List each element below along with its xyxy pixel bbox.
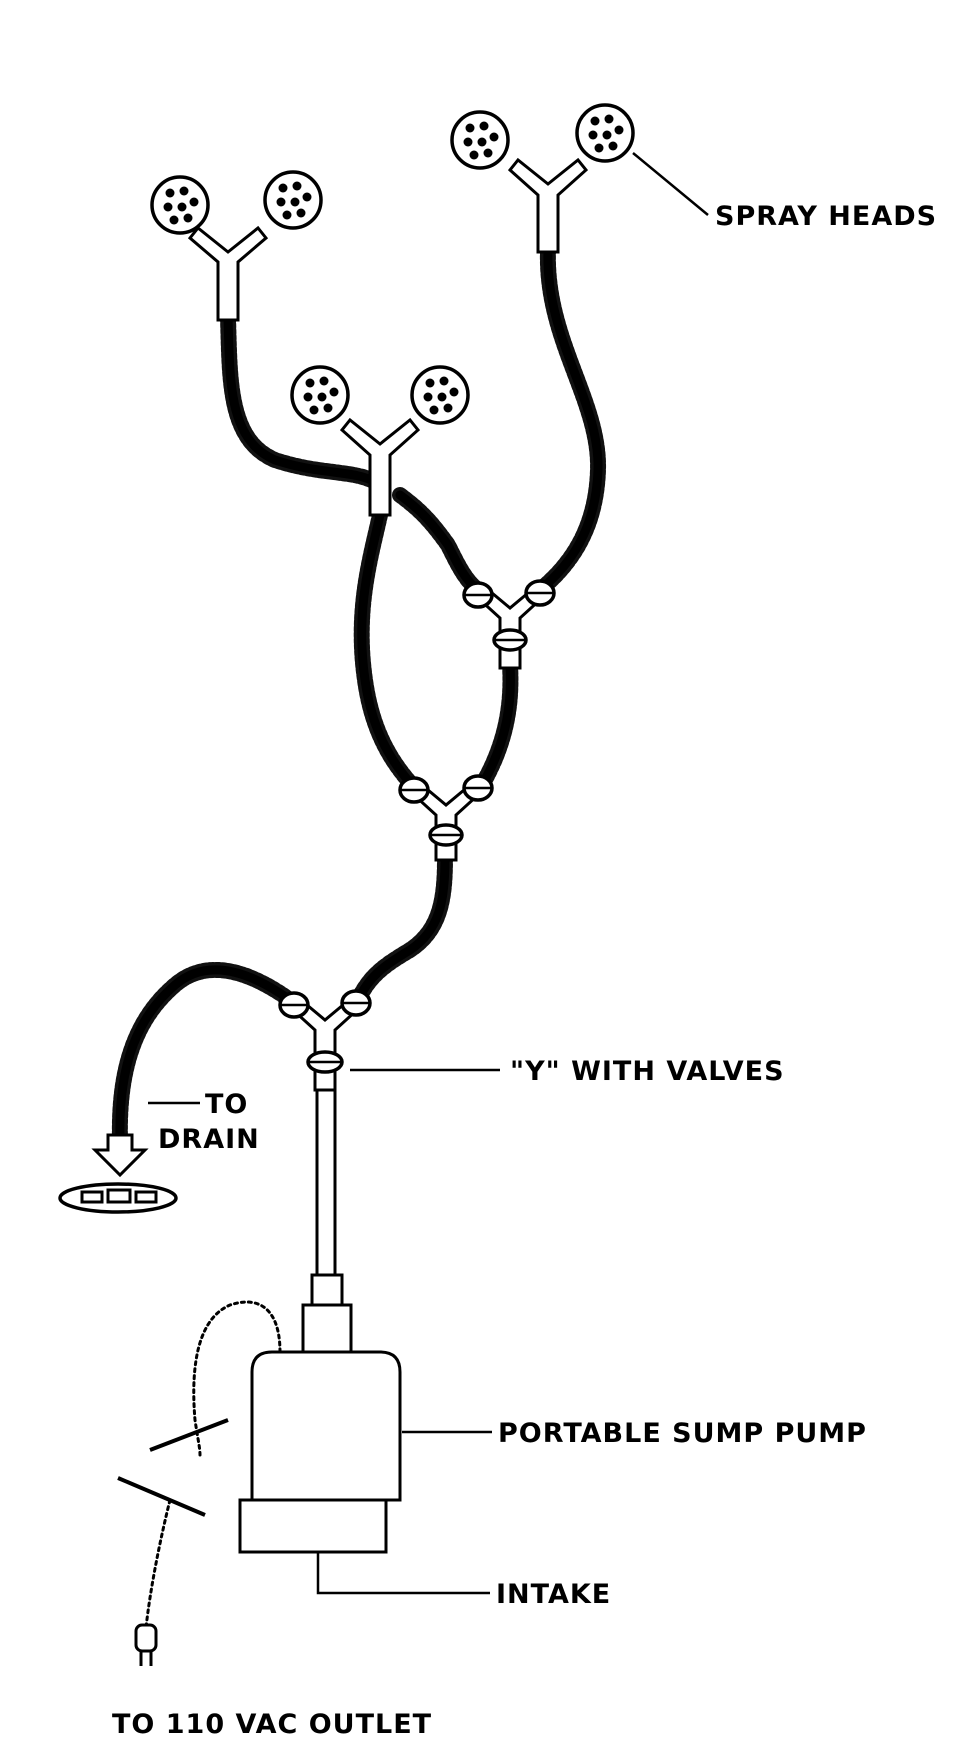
leader-lines — [148, 152, 709, 1595]
spray-head-icon — [575, 103, 635, 163]
valve-y-upper — [462, 579, 556, 670]
plug-icon — [134, 1623, 158, 1666]
spray-head-icon — [150, 175, 210, 235]
hoses — [111, 242, 607, 1148]
spray-head-pair-right — [450, 103, 635, 254]
label-portable-sump-pump: PORTABLE SUMP PUMP — [498, 1418, 867, 1449]
label-intake: INTAKE — [496, 1579, 611, 1610]
label-drain: DRAIN — [158, 1124, 260, 1155]
label-y-with-valves: "Y" WITH VALVES — [510, 1056, 785, 1087]
discharge-pipe — [301, 1088, 353, 1355]
portable-sump-pump — [238, 1350, 402, 1554]
spray-head-pair-center — [290, 365, 470, 517]
valve-y-middle — [398, 774, 494, 862]
label-outlet: TO 110 VAC OUTLET — [112, 1709, 432, 1740]
spray-head-icon — [410, 365, 470, 425]
label-spray-heads: SPRAY HEADS — [715, 201, 937, 232]
spray-head-icon — [290, 365, 350, 425]
label-to: TO — [205, 1089, 248, 1120]
spray-head-icon — [450, 110, 510, 170]
valve-y-lower — [278, 989, 372, 1092]
spray-head-pair-left — [150, 170, 323, 322]
drain-icon — [58, 1133, 178, 1214]
spray-head-icon — [263, 170, 323, 230]
power-cord — [117, 1300, 282, 1630]
